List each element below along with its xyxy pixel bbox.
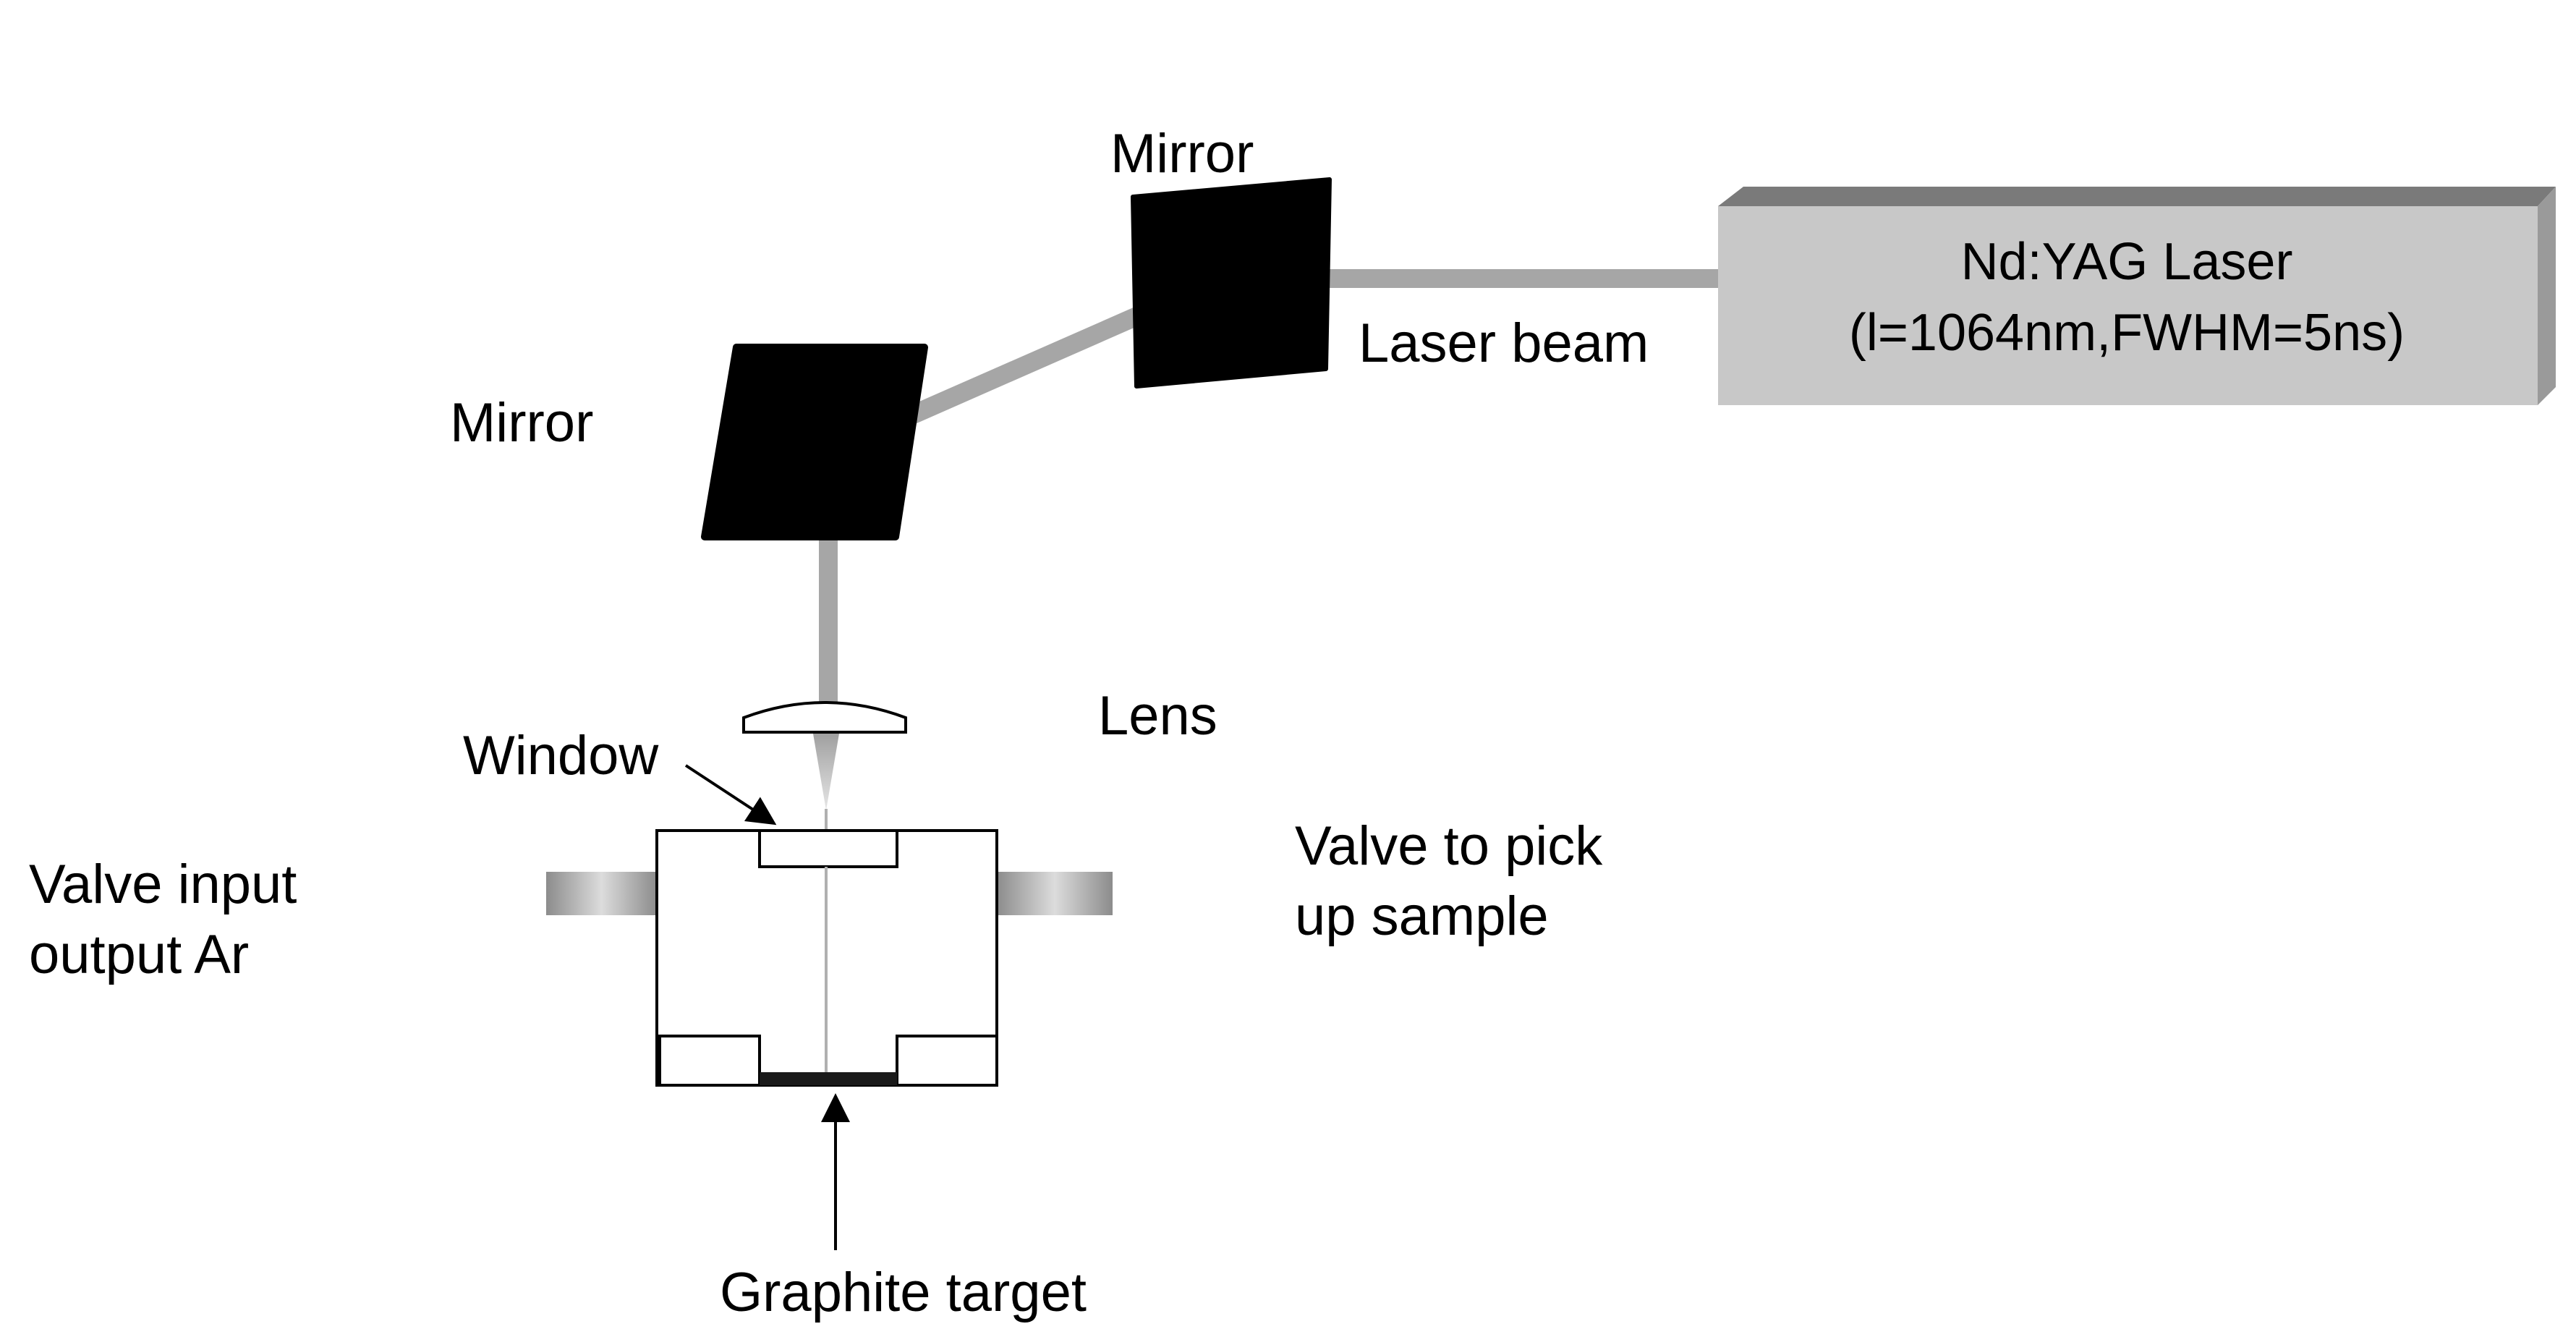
focused-beam-cone: [813, 734, 839, 810]
laser-spec-label: (l=1064nm,FWHM=5ns): [1849, 304, 2405, 362]
mirror-left: [701, 344, 928, 540]
window-pointer-arrow: [684, 764, 777, 825]
graphite-target: [760, 1072, 897, 1085]
ablation-chamber: [655, 829, 998, 1087]
valve-input-label-line2: output Ar: [29, 924, 249, 985]
laser-box-front-face: [1718, 206, 2538, 405]
chamber-window: [758, 829, 898, 868]
valve-pick-label-line1: Valve to pick: [1295, 815, 1603, 877]
target-holder-right: [896, 1035, 998, 1087]
target-holder-left: [658, 1035, 761, 1087]
laser-box: [1718, 187, 2556, 405]
window-label: Window: [463, 725, 659, 786]
graphite-target-label: Graphite target: [720, 1262, 1087, 1323]
lens-label: Lens: [1098, 685, 1217, 747]
laser-name-label: Nd:YAG Laser: [1961, 233, 2293, 291]
valve-input-label-line1: Valve input: [29, 854, 297, 915]
valve-pipe-right: [997, 872, 1113, 915]
laser-beam-label: Laser beam: [1359, 313, 1649, 374]
laser-box-side-face: [2538, 187, 2556, 405]
mirror-top-label: Mirror: [1110, 123, 1254, 184]
lens: [742, 701, 907, 734]
valve-pipe-left: [546, 872, 657, 915]
laser-box-top-face: [1718, 187, 2556, 206]
mirror-left-label: Mirror: [450, 392, 593, 454]
mirror-top: [1131, 177, 1332, 389]
valve-pick-label-line2: up sample: [1295, 886, 1549, 947]
